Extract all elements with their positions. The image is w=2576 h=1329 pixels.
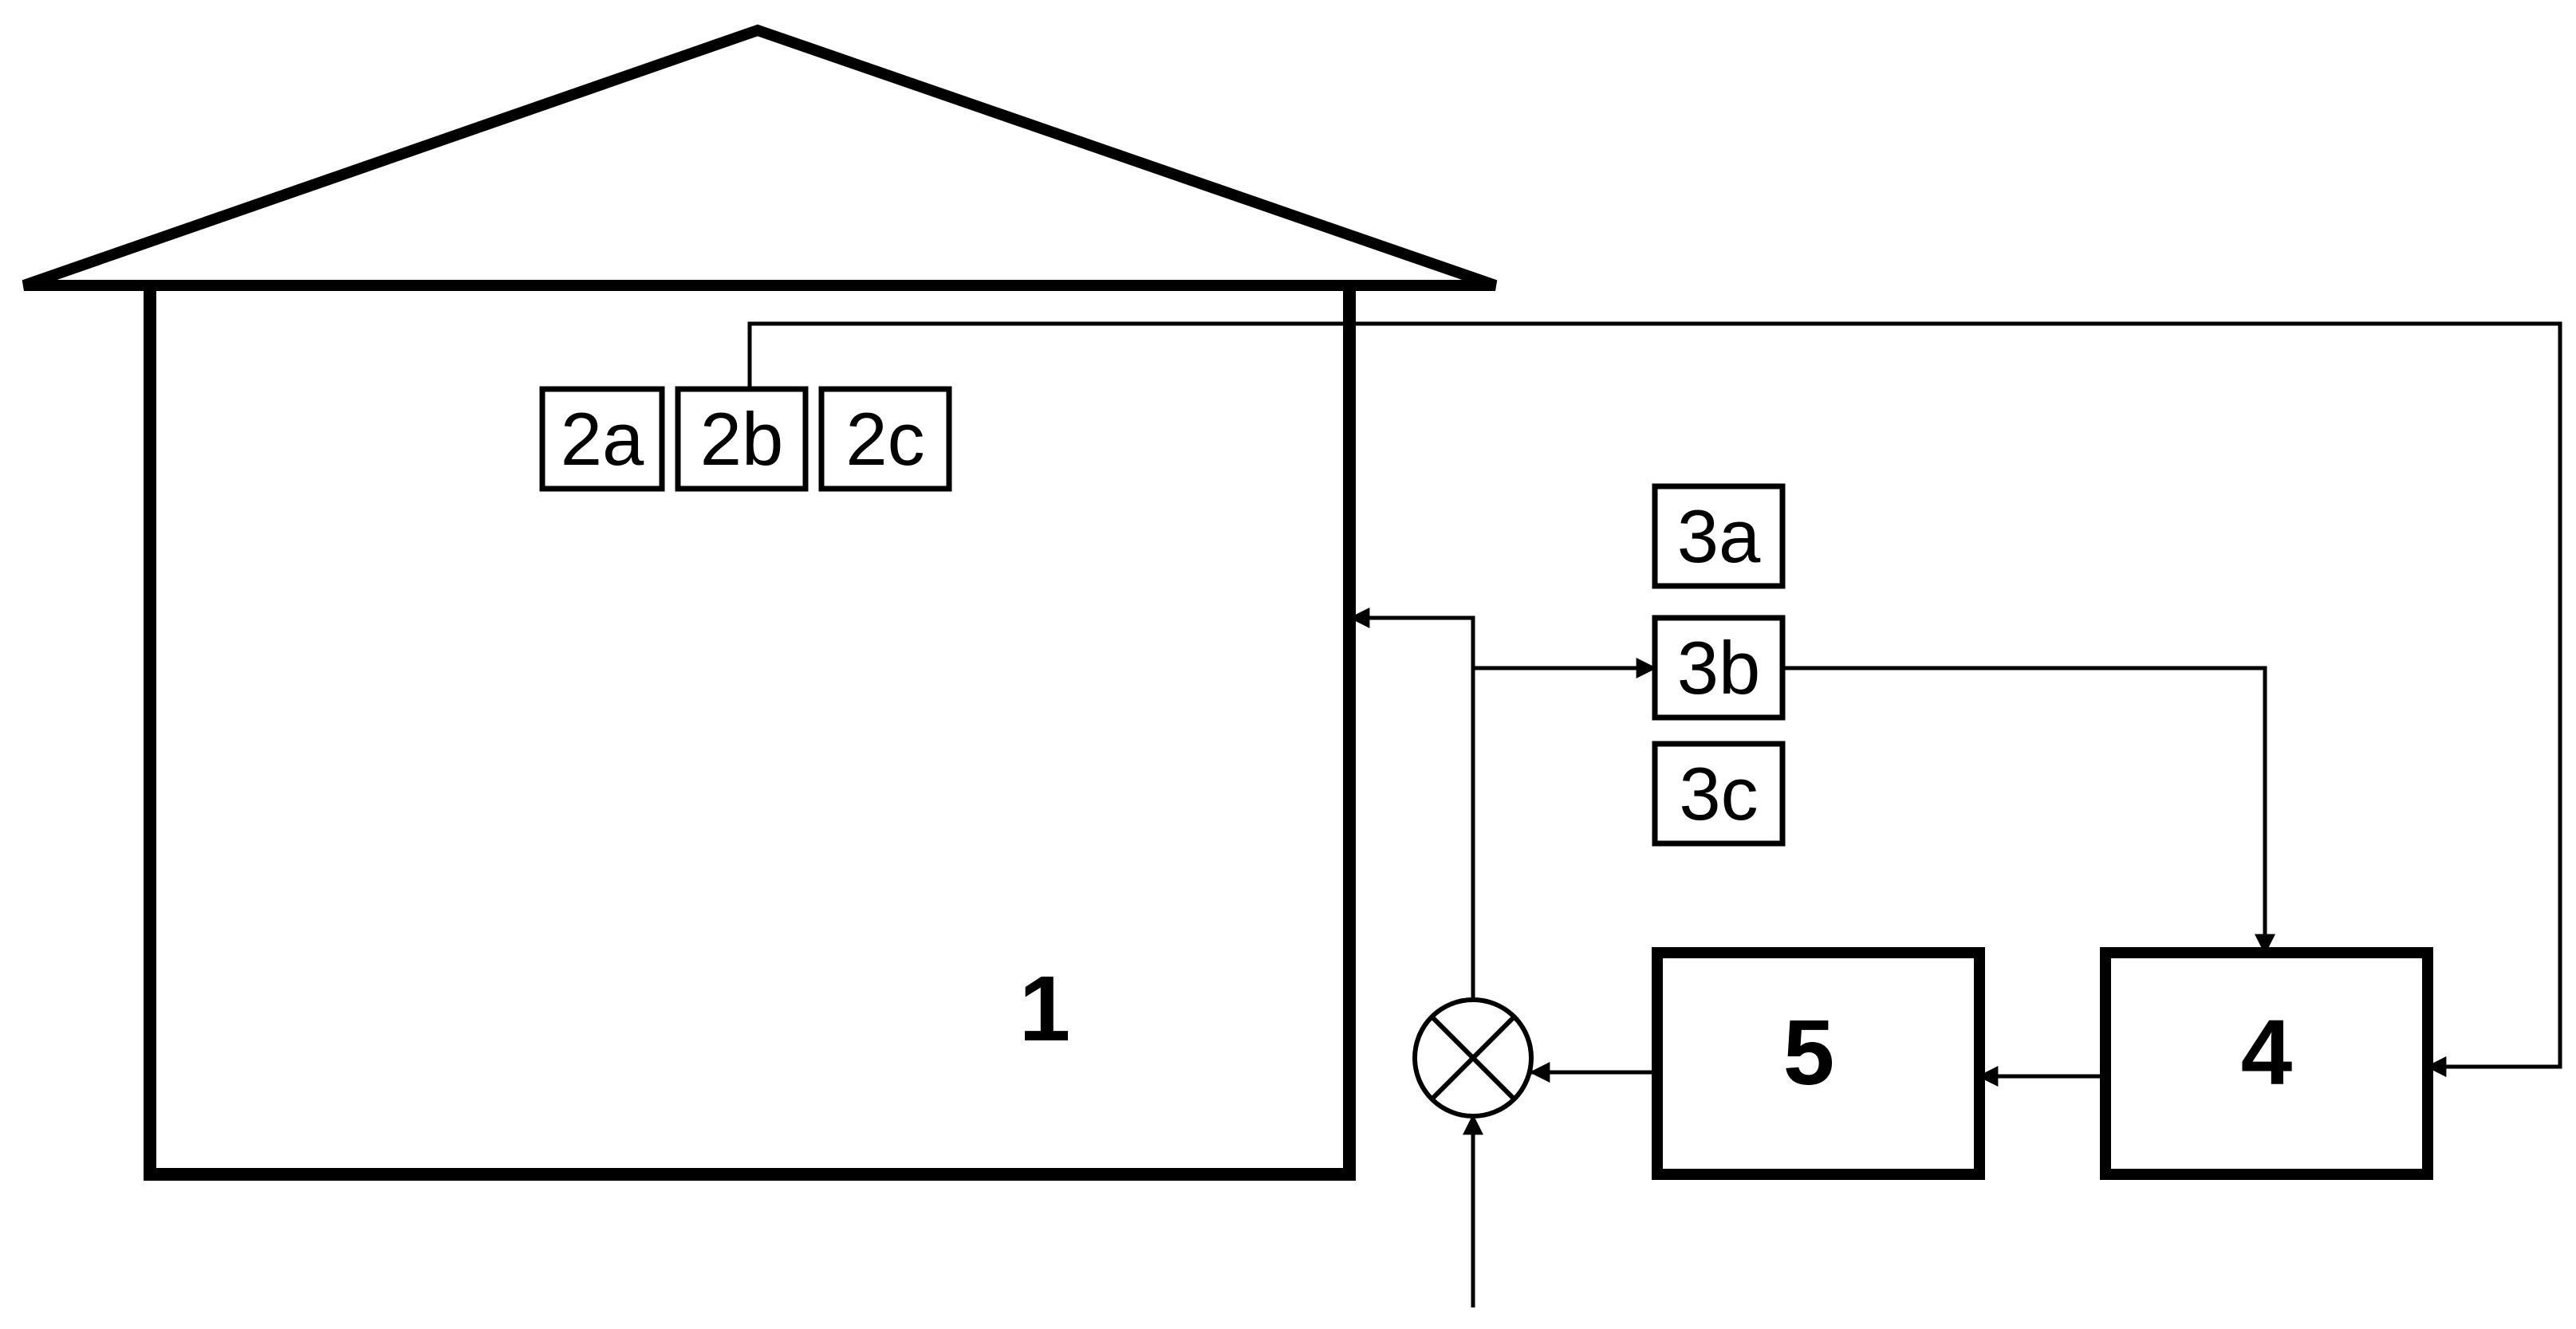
block-4: 4	[2100, 947, 2433, 1180]
block-5: 5	[1652, 947, 1985, 1180]
sensor-3c: 3c	[1652, 741, 1786, 847]
line-mixer-to-building	[1349, 607, 1475, 1000]
building-walls	[144, 285, 1356, 1181]
sensor-3b: 3b	[1652, 615, 1786, 721]
block-5-label: 5	[1783, 1001, 1835, 1104]
sensor-3a-label: 3a	[1677, 494, 1761, 578]
building-roof	[22, 24, 1498, 291]
line-2b-to-block4	[747, 321, 2562, 1077]
sensor-3c-label: 3c	[1679, 752, 1758, 836]
block-4-label: 4	[2241, 1001, 2293, 1104]
mixer-junction	[1412, 997, 1534, 1119]
building-label: 1	[1019, 957, 1071, 1060]
sensor-2c-label: 2c	[845, 397, 924, 481]
sensor-2b: 2b	[675, 386, 809, 492]
line-3b-to-block4	[1782, 666, 2275, 955]
sensor-2a-label: 2a	[561, 397, 644, 481]
sensor-2a: 2a	[539, 386, 665, 492]
sensor-3a: 3a	[1652, 483, 1786, 589]
sensor-2c: 2c	[818, 386, 952, 492]
sensor-2b-label: 2b	[700, 397, 784, 481]
sensor-3b-label: 3b	[1677, 626, 1761, 710]
